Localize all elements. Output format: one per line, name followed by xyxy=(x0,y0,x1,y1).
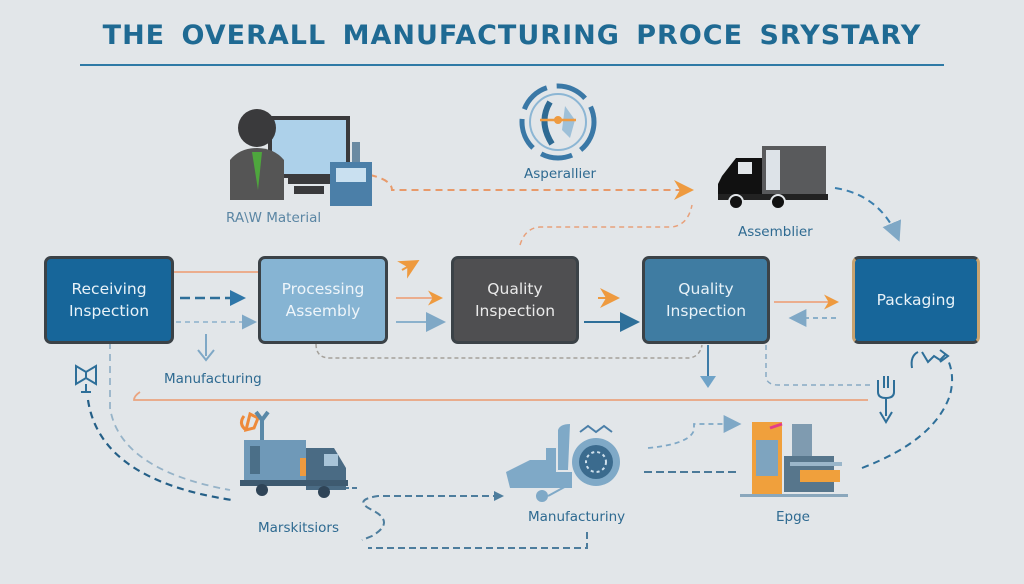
step-label-line2: Inspection xyxy=(665,302,747,320)
truck-machine-icon xyxy=(239,410,348,498)
diagram-title: THE OVERALL MANUFACTURING PROCE SRYSTARY xyxy=(102,20,922,51)
arrow-bottom-s-right xyxy=(494,491,504,501)
step-label-line2: Assembly xyxy=(285,302,361,320)
connector-quality-to-truck xyxy=(519,204,693,246)
step-label-line1: Packaging xyxy=(876,291,956,309)
connector-quality-right-dash xyxy=(765,345,872,386)
share-arrow-icon xyxy=(910,349,950,369)
connector-manuf-to-epge-dash xyxy=(647,415,742,449)
step-label-line2: Inspection xyxy=(68,302,150,320)
operator-workstation-icon xyxy=(230,109,372,206)
assemblier-label: Assemblier xyxy=(738,224,813,240)
arrow-blue-1 xyxy=(230,290,246,306)
step-label-line1: Processing xyxy=(281,280,365,298)
epge-label: Epge xyxy=(776,509,810,525)
raw-material-label: RA\W Material xyxy=(226,210,322,226)
connector-left-inner-curve xyxy=(109,342,231,491)
connector-loop-under xyxy=(315,343,703,359)
connector-truck-to-packaging xyxy=(834,187,902,242)
step-label-line1: Quality xyxy=(678,280,734,298)
left-map-icon xyxy=(75,364,97,393)
step-label-line1: Receiving xyxy=(71,280,147,298)
delivery-truck-icon xyxy=(718,146,828,210)
cycle-globe-icon xyxy=(519,83,597,161)
asperallier-label: Asperallier xyxy=(524,166,597,182)
connector-left-outer-curve xyxy=(86,399,233,502)
title-divider xyxy=(80,64,944,66)
step-packaging[interactable]: Packaging xyxy=(852,256,980,344)
arrow-quality-down xyxy=(700,376,716,388)
connector-raw-to-truck xyxy=(369,174,694,200)
arrow-orange-top-2 xyxy=(397,260,420,279)
arrow-manufacturing-down xyxy=(197,349,215,362)
fork-icon xyxy=(877,376,895,424)
factory-stack-icon xyxy=(740,422,848,497)
connector-long-orange xyxy=(133,391,868,401)
connector-epge-to-right-curve xyxy=(861,359,954,469)
manufacturing-label: Manufacturing xyxy=(164,371,262,387)
connector-bottom-s xyxy=(361,495,500,541)
step-label-line2: Inspection xyxy=(474,302,556,320)
manufacturiny-label: Manufacturiny xyxy=(528,509,626,525)
marskitsiors-label: Marskitsiors xyxy=(258,520,339,536)
gear-machine-icon xyxy=(506,424,620,502)
step-label-line1: Quality xyxy=(487,280,543,298)
connector-bottom-return xyxy=(368,532,588,549)
